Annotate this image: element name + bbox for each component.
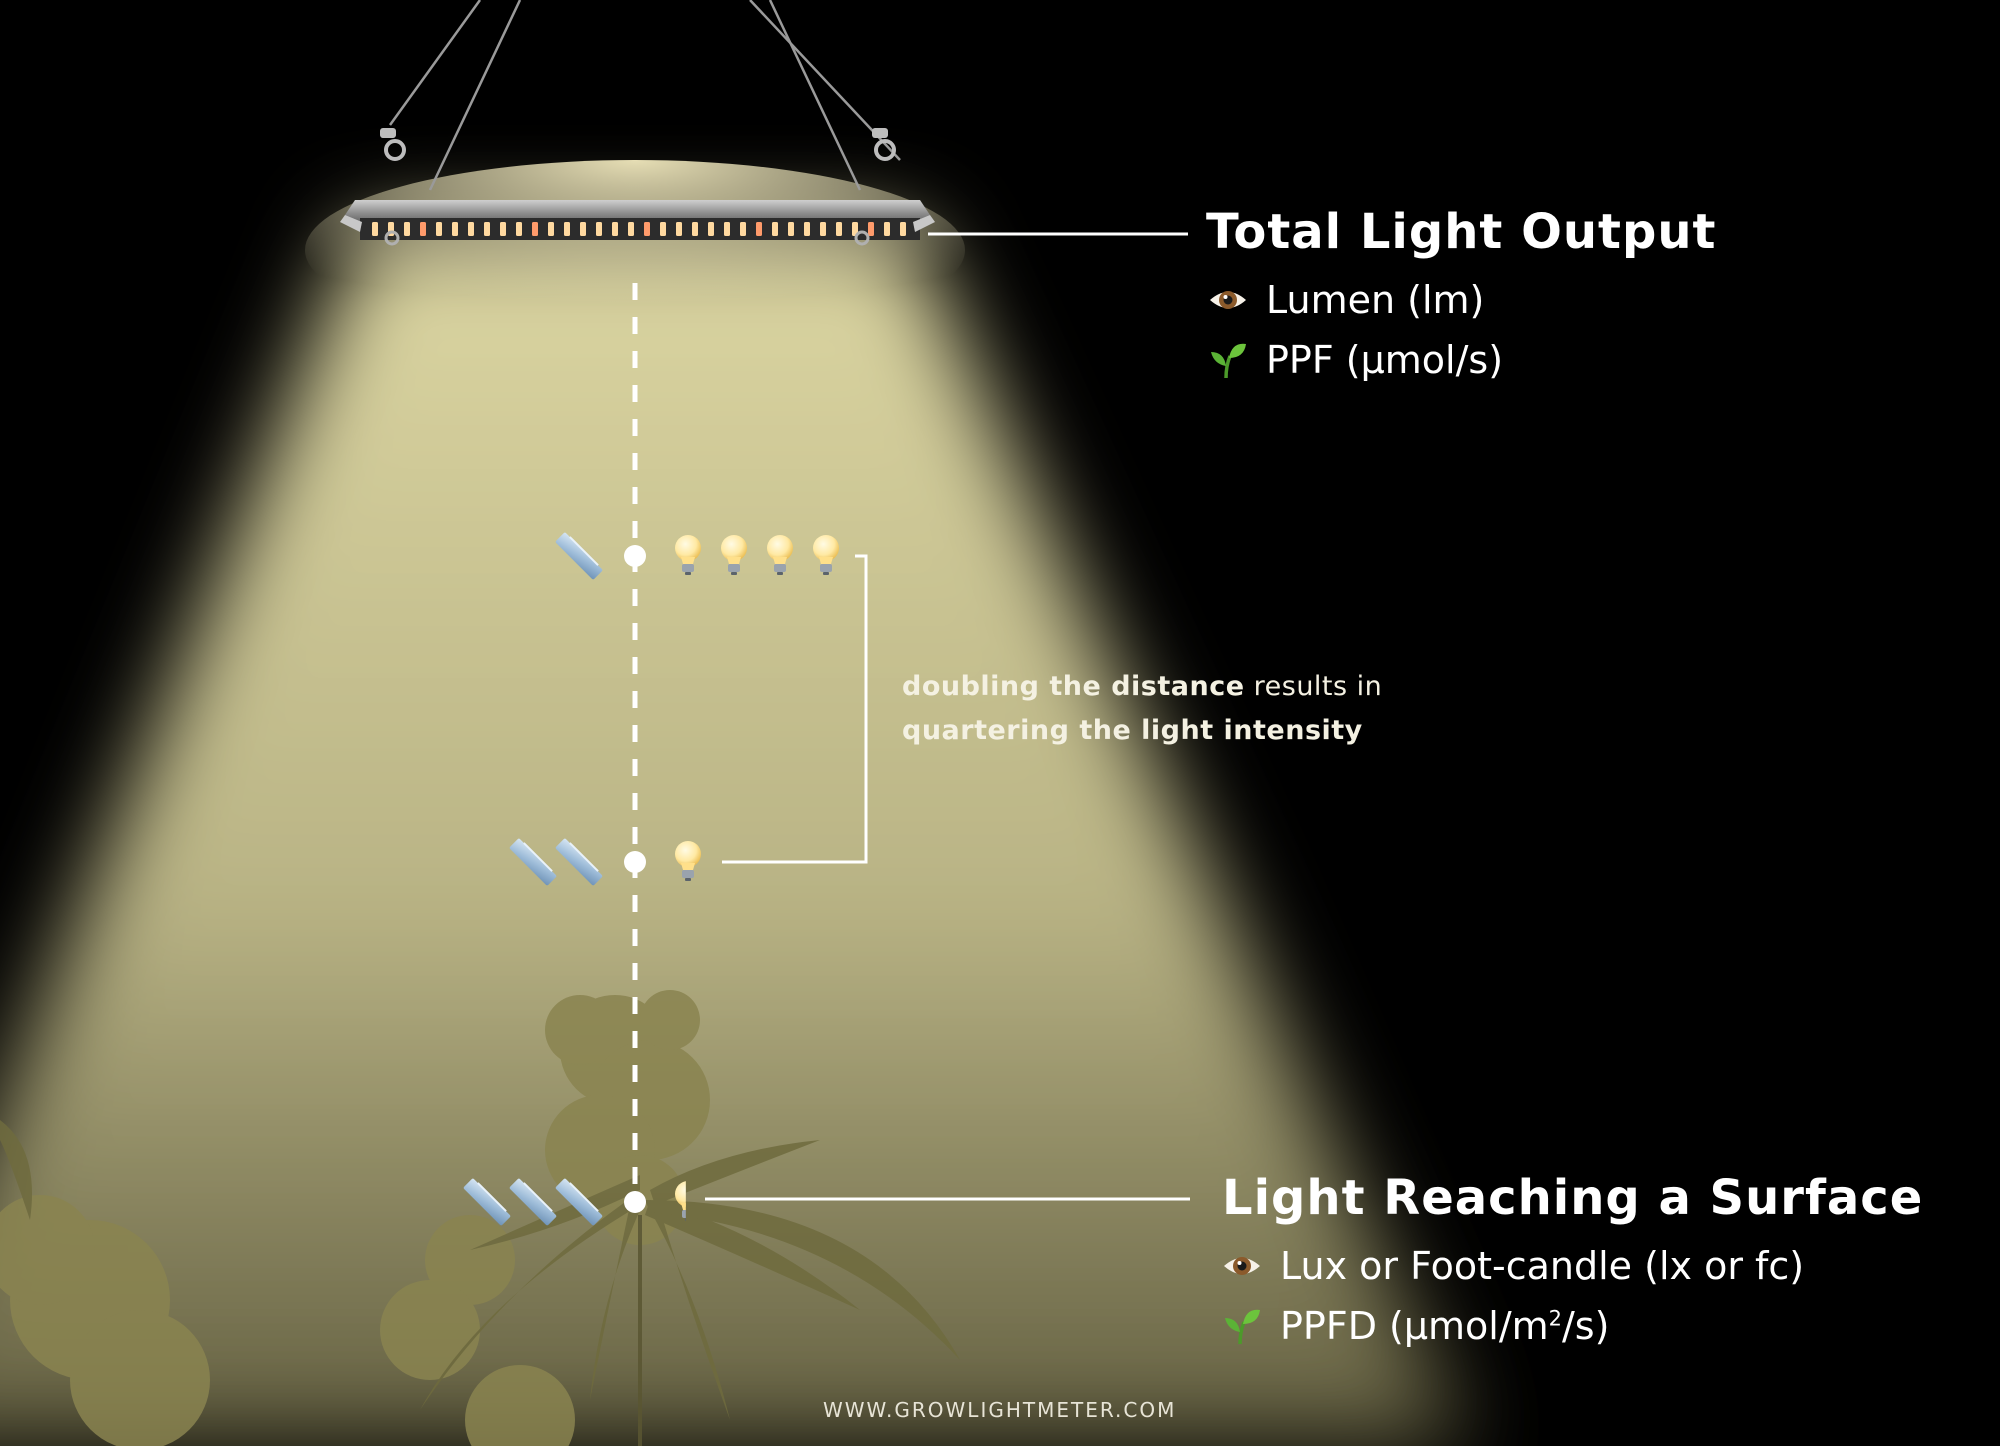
lightbulb-icon [813, 535, 839, 575]
lightbulb-icon [721, 535, 747, 575]
distance-markers [463, 532, 839, 1226]
led-chip [548, 222, 554, 236]
led-chip [708, 222, 714, 236]
ppfd-label-main: PPFD (μmol/m [1280, 1304, 1549, 1348]
led-chip [836, 222, 842, 236]
eye-icon [1210, 291, 1246, 309]
ruler-icon [509, 1178, 557, 1226]
ppfd-label: PPFD (μmol/m2/s) [1280, 1304, 1609, 1348]
lightbulb-icon [767, 535, 793, 575]
led-chip [628, 222, 634, 236]
ruler-icon [555, 838, 603, 886]
led-chip [660, 222, 666, 236]
distance-level [509, 838, 701, 886]
ppfd-label-end: /s) [1561, 1304, 1610, 1348]
led-chip [532, 222, 538, 236]
ruler-icon [555, 532, 603, 580]
footer-url: WWW.GROWLIGHTMETER.COM [823, 1398, 1177, 1422]
led-chip [772, 222, 778, 236]
lightbulb-icon [675, 1181, 686, 1221]
eye-icon [1224, 1257, 1260, 1275]
led-chip [852, 222, 858, 236]
ppf-label: PPF (μmol/s) [1266, 338, 1504, 382]
ppf-row: PPF (μmol/s) [1208, 338, 1503, 382]
led-chip [644, 222, 650, 236]
seedling-icon [1211, 343, 1246, 379]
led-chip [868, 222, 874, 236]
lux-label: Lux or Foot-candle (lx or fc) [1280, 1244, 1805, 1288]
hanging-wires [388, 0, 901, 191]
wire-clips [380, 128, 896, 161]
lightbulb-icon [675, 535, 701, 575]
ruler-icon [463, 1178, 511, 1226]
light-reaching-surface-title: Light Reaching a Surface [1222, 1170, 1924, 1226]
total-light-output-title: Total Light Output [1206, 204, 1717, 260]
led-chip [820, 222, 826, 236]
led-grow-light-panel [340, 200, 935, 246]
led-chip [692, 222, 698, 236]
marker-dot [624, 851, 646, 873]
note-bold-1: doubling the distance [902, 671, 1245, 702]
note-line-1: doubling the distance results in [902, 665, 1382, 709]
note-normal-1: results in [1244, 671, 1383, 702]
led-chip [404, 222, 410, 236]
led-chip [676, 222, 682, 236]
lightbulb-icon [675, 841, 701, 881]
ppfd-label-sup: 2 [1548, 1306, 1562, 1331]
led-chip [788, 222, 794, 236]
led-chip [564, 222, 570, 236]
led-chip [436, 222, 442, 236]
note-line-2: quartering the light intensity [902, 709, 1382, 753]
led-chip [468, 222, 474, 236]
led-chip [372, 222, 378, 236]
marker-dot [624, 545, 646, 567]
led-chip [884, 222, 890, 236]
ruler-icon [509, 838, 557, 886]
plant-illustration [0, 990, 960, 1446]
led-chip [420, 222, 426, 236]
led-chip [452, 222, 458, 236]
ruler-icon [555, 1178, 603, 1226]
led-chip [500, 222, 506, 236]
led-chip [740, 222, 746, 236]
inverse-square-note: doubling the distance results in quarter… [902, 665, 1382, 753]
led-chip [804, 222, 810, 236]
lux-row: Lux or Foot-candle (lx or fc) [1222, 1244, 1804, 1288]
led-chip [724, 222, 730, 236]
led-chip [612, 222, 618, 236]
distance-level [555, 532, 839, 580]
connector-lines [705, 232, 1190, 1201]
led-chip [484, 222, 490, 236]
note-bold-2: quartering the light intensity [902, 715, 1363, 746]
led-chip [516, 222, 522, 236]
led-chip [756, 222, 762, 236]
led-chip [580, 222, 586, 236]
distance-level [463, 1178, 686, 1226]
lumen-row: Lumen (lm) [1208, 278, 1484, 322]
ppfd-row: PPFD (μmol/m2/s) [1222, 1304, 1609, 1348]
seedling-icon [1225, 1309, 1260, 1345]
lumen-label: Lumen (lm) [1266, 278, 1485, 322]
marker-dot [624, 1191, 646, 1213]
led-chip [596, 222, 602, 236]
led-chip [900, 222, 906, 236]
